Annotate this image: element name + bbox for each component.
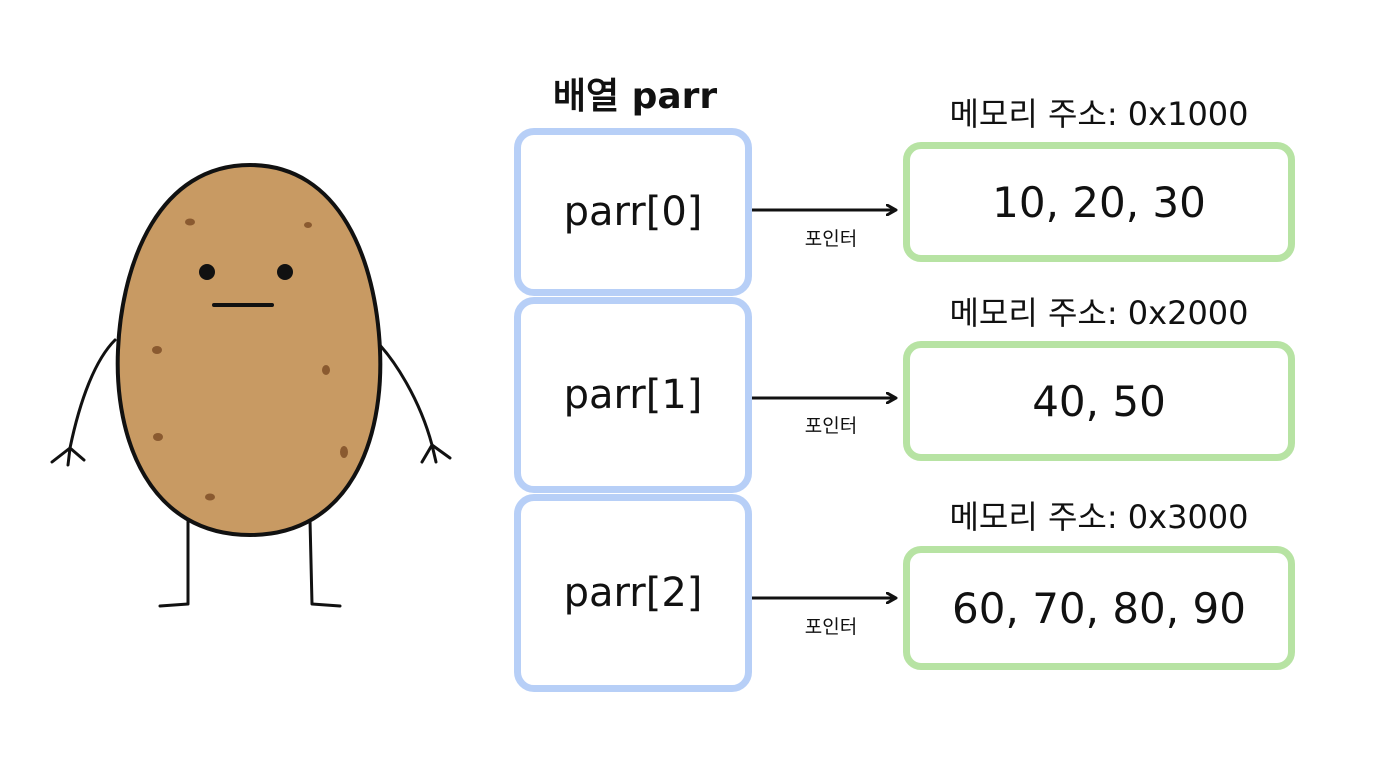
memory-values: 10, 20, 30 (992, 177, 1206, 227)
potato-body (115, 162, 383, 538)
memory-block-2: 60, 70, 80, 90 (903, 546, 1295, 670)
memory-values: 40, 50 (1032, 376, 1166, 426)
memory-address-2: 메모리 주소: 0x3000 (949, 498, 1249, 536)
array-cell-label: parr[1] (563, 372, 703, 418)
potato-left-leg (158, 518, 190, 608)
potato-spot (152, 346, 162, 354)
memory-address-1: 메모리 주소: 0x2000 (949, 294, 1249, 332)
potato-left-arm (68, 338, 117, 450)
array-cell-0: parr[0] (514, 128, 752, 296)
potato-spot (340, 446, 348, 458)
pointer-label-2: 포인터 (804, 616, 858, 638)
potato-spot (205, 493, 215, 501)
array-title: 배열 parr (552, 76, 718, 117)
potato-character (50, 162, 452, 608)
memory-block-1: 40, 50 (903, 341, 1295, 461)
array-cell-2: parr[2] (514, 494, 752, 692)
array-cell-label: parr[2] (563, 570, 703, 616)
array-cell-label: parr[0] (563, 189, 703, 235)
potato-left-hand (50, 446, 86, 467)
array-cell-1: parr[1] (514, 297, 752, 493)
potato-left-eye (199, 264, 215, 280)
potato-right-leg (308, 518, 342, 608)
pointer-label-1: 포인터 (804, 415, 858, 437)
memory-address-0: 메모리 주소: 0x1000 (949, 95, 1249, 133)
potato-spot (153, 433, 163, 441)
potato-spot (185, 218, 195, 226)
potato-right-arm (373, 338, 434, 447)
potato-right-hand (420, 443, 452, 464)
potato-right-eye (277, 264, 293, 280)
memory-values: 60, 70, 80, 90 (952, 583, 1246, 633)
potato-spot (304, 222, 312, 228)
potato-spot (322, 365, 330, 375)
memory-block-0: 10, 20, 30 (903, 142, 1295, 262)
pointer-label-0: 포인터 (804, 228, 858, 250)
